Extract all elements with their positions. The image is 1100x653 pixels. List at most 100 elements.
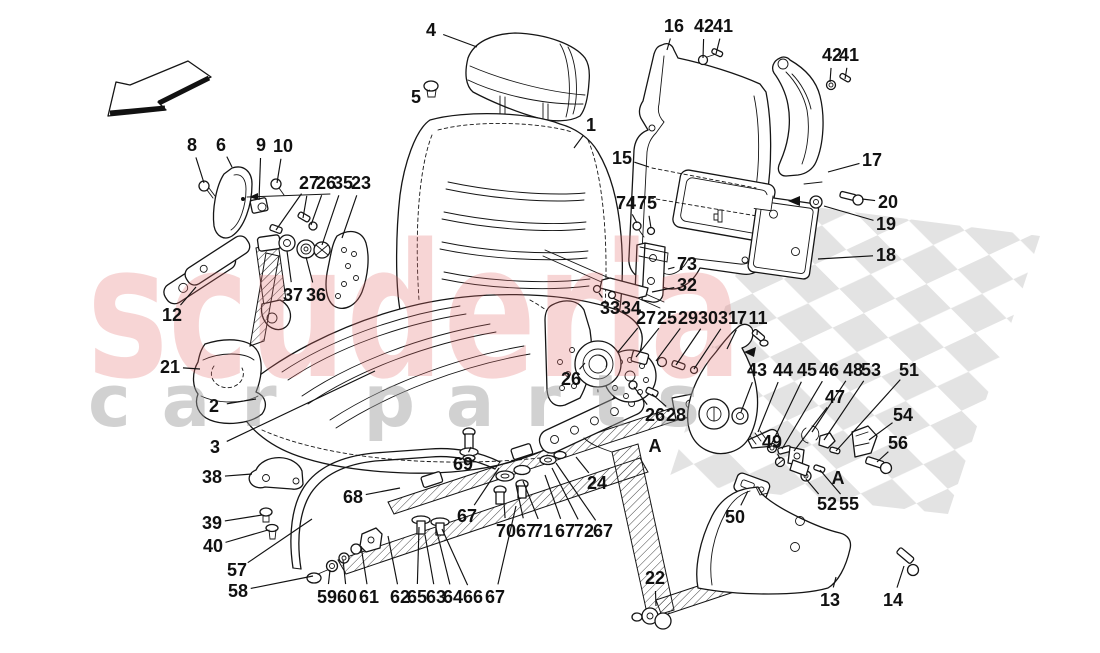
part-callout-18-20: 18	[817, 245, 896, 265]
part-callout-56-61: 56	[876, 433, 908, 463]
part-label-31: 31	[718, 308, 738, 328]
part-label-30: 30	[698, 308, 718, 328]
watermark-primary: scuderia	[87, 204, 742, 420]
part-label-19: 19	[876, 214, 896, 234]
part-label-34: 34	[621, 298, 641, 318]
part-label-4: 4	[426, 20, 436, 40]
part-label-65: 65	[407, 587, 427, 607]
part-label-2: 2	[209, 396, 219, 416]
part-callout-52-63: 52	[805, 478, 837, 514]
part-label-17: 17	[862, 150, 882, 170]
part-callout-67-40: 67	[457, 467, 500, 526]
screw-40	[265, 523, 279, 540]
part-callout-27-6: 27	[275, 173, 319, 231]
part-label-72: 72	[574, 521, 594, 541]
part-label-42: 42	[694, 16, 714, 36]
part-label-53: 53	[861, 360, 881, 380]
bolt-56	[865, 456, 893, 475]
parts-52-55	[789, 459, 826, 482]
part-label-61: 61	[359, 587, 379, 607]
part-callout-40-35: 40	[203, 529, 269, 556]
headrest-cap-5	[423, 80, 439, 98]
part-label-28: 28	[666, 405, 686, 425]
part-label-64: 64	[443, 587, 463, 607]
part-label-7: 7	[737, 308, 747, 328]
part-label-22: 22	[645, 568, 665, 588]
screw-11	[751, 329, 769, 347]
bolt-58-washers	[306, 527, 383, 584]
part-label-15: 15	[612, 148, 632, 168]
recliner-discs	[574, 340, 699, 403]
part-label-16: 16	[664, 16, 684, 36]
part-callout-67-80: 67	[485, 505, 517, 607]
watermark-secondary: car parts	[88, 359, 700, 443]
part-label-73: 73	[677, 254, 697, 274]
part-label-5: 5	[411, 87, 421, 107]
anchor-plates-12	[163, 235, 251, 305]
part-callout-21-30: 21	[160, 357, 201, 377]
part-callout-19-19: 19	[823, 205, 896, 234]
part-callout-33-23: 33	[598, 292, 620, 318]
part-label-58: 58	[228, 581, 248, 601]
part-callout-23-9: 23	[341, 173, 371, 239]
part-callout-68-38: 68	[343, 487, 401, 507]
part-callout-38-33: 38	[202, 467, 253, 487]
part-label-62: 62	[390, 587, 410, 607]
seat-cushion	[239, 293, 643, 474]
part-label-3: 3	[210, 437, 220, 457]
part-label-45: 45	[797, 360, 817, 380]
part-callout-26-50: 26	[633, 386, 665, 425]
bolt-69	[459, 427, 479, 462]
part-label-75: 75	[637, 193, 657, 213]
part-label-11: 11	[748, 308, 767, 328]
part-callout-2-31: 2	[209, 396, 257, 416]
part-label-13: 13	[820, 590, 840, 610]
part-callout-67-67: 67	[515, 484, 536, 541]
part-callout-48-57: 48	[811, 360, 863, 433]
belt-retractor-21	[192, 252, 280, 425]
part-label-1: 1	[586, 115, 596, 135]
part-callout-9-4: 9	[256, 135, 266, 201]
diagram-line-art	[107, 32, 920, 630]
part-callout-35-8: 35	[321, 173, 353, 246]
part-label-54: 54	[893, 405, 913, 425]
part-callout-17-17: 17	[827, 150, 882, 173]
part-label-57: 57	[227, 560, 247, 580]
part-callout-28-51: 28	[651, 393, 686, 425]
part-callout-11-49: 11	[748, 308, 768, 336]
part-callout-24-41: 24	[575, 456, 607, 493]
part-callout-29-45: 29	[655, 308, 698, 362]
part-label-27: 27	[636, 308, 656, 328]
fasteners-42-41	[697, 48, 852, 91]
direction-arrow-icon	[107, 60, 212, 117]
part-label-A: A	[649, 436, 662, 456]
part-callout-14-83: 14	[883, 565, 905, 610]
part-label-50: 50	[725, 507, 745, 527]
part-label-70: 70	[496, 521, 516, 541]
screws-26-28	[628, 380, 659, 398]
part-callout-45-54: 45	[770, 360, 817, 446]
part-callout-50-65: 50	[725, 490, 749, 527]
part-callout-63-77: 63	[424, 534, 446, 607]
part-label-43: 43	[747, 360, 767, 380]
part-label-23: 23	[351, 173, 371, 193]
studs-63-64	[411, 515, 450, 536]
strip-32	[542, 249, 665, 309]
part-callout-51-59: 51	[835, 360, 919, 452]
part-label-29: 29	[678, 308, 698, 328]
part-label-44: 44	[773, 360, 793, 380]
part-callout-30-46: 30	[675, 308, 718, 366]
part-callout-64-78: 64	[435, 527, 463, 607]
washers-70-71-72	[493, 450, 567, 505]
side-panel-13	[696, 486, 920, 595]
part-callout-A-84: A	[649, 436, 662, 456]
part-label-14: 14	[883, 590, 903, 610]
part-label-71: 71	[533, 521, 553, 541]
part-callout-8-2: 8	[187, 135, 205, 184]
bolt-70	[493, 485, 507, 505]
seat-rails	[306, 391, 709, 584]
part-label-59: 59	[317, 587, 337, 607]
part-label-69: 69	[453, 454, 473, 474]
part-callout-60-73: 60	[337, 559, 357, 607]
